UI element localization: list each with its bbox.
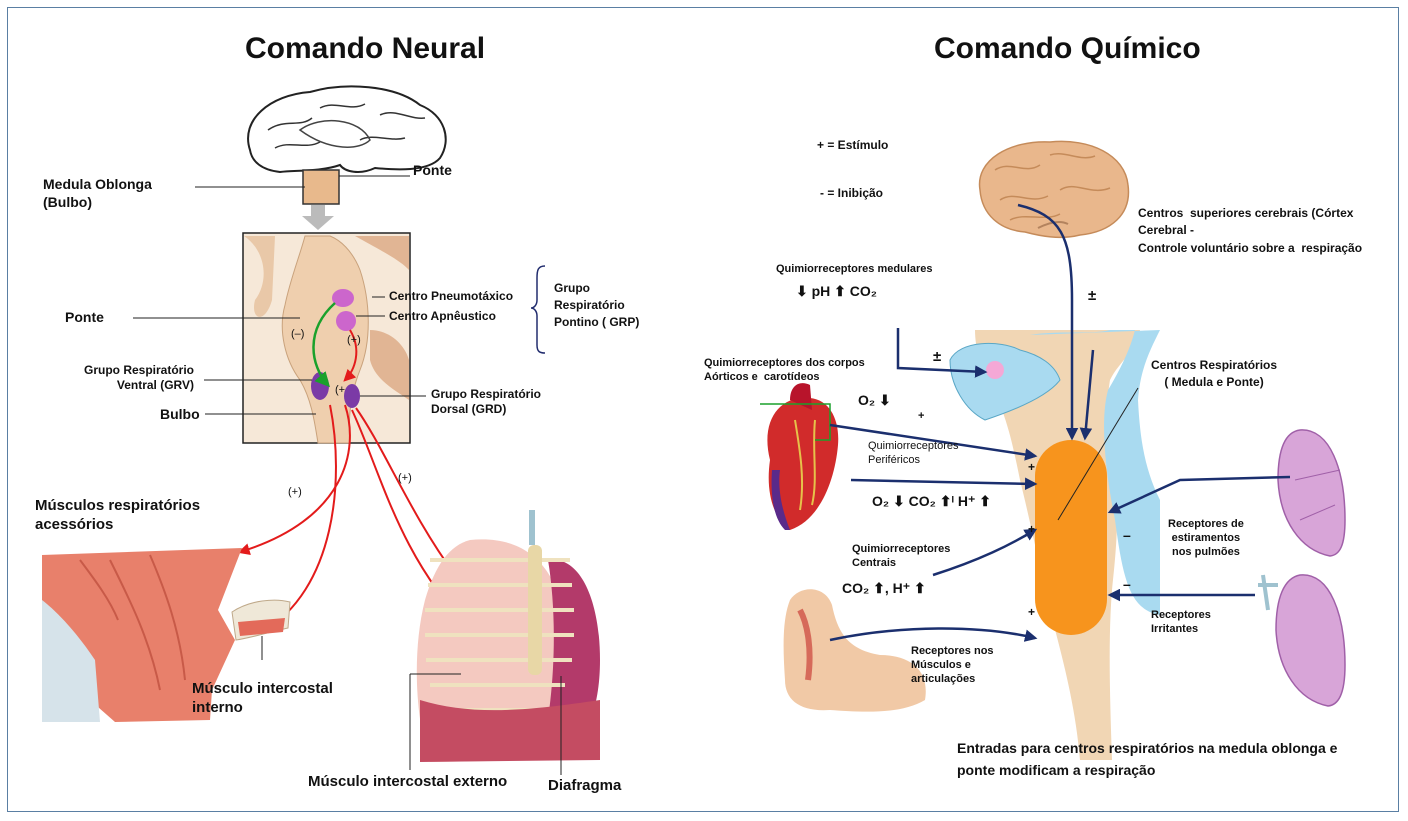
sign-plus-chem-1: + [1028, 460, 1035, 475]
label-centros-superiores: Centros superiores cerebrais (Córtex Cer… [1138, 205, 1362, 257]
brainstem-detail [243, 233, 410, 443]
respiratory-centers-capsule [1035, 440, 1107, 635]
label-grv: Grupo Respiratório Ventral (GRV) [84, 363, 194, 393]
label-intercostal-externo: Músculo intercostal externo [308, 773, 507, 792]
label-ponte-left: Ponte [65, 309, 104, 327]
zoom-arrow-icon [311, 205, 325, 217]
label-centros-respiratorios: Centros Respiratórios ( Medula e Ponte) [1151, 357, 1277, 392]
sign-plus-neural-d: (+) [398, 472, 412, 486]
label-musculos-acessorios: Músculos respiratórios acessórios [35, 497, 200, 535]
brainstem-highlight-box [303, 170, 339, 204]
arm-muscle-illustration [784, 589, 926, 711]
sign-minus-neural: (–) [291, 328, 304, 342]
internal-intercostal-illustration [232, 600, 290, 640]
label-quimio-medulares: Quimiorreceptores medulares [776, 263, 933, 277]
grd-nucleus [344, 384, 360, 408]
neural-title: Comando Neural [245, 30, 485, 68]
label-ponte-top: Ponte [413, 162, 452, 180]
formula-medulares: ⬇ pH ⬆ CO₂ [796, 283, 877, 301]
thorax-illustration [417, 510, 600, 762]
label-quimio-corpos: Quimiorreceptores dos corpos Aórticos e … [704, 357, 865, 385]
label-apneustico: Centro Apnêustico [389, 309, 496, 324]
label-quimio-centrais: Quimiorreceptores Centrais [852, 543, 950, 571]
grp-bracket [531, 266, 545, 353]
lower-lung-illustration [1258, 575, 1345, 706]
legend-inibicao: - = Inibição [820, 186, 883, 201]
pm-top: ± [1088, 287, 1096, 306]
label-intercostal-interno: Músculo intercostal interno [192, 680, 333, 718]
heart-illustration [767, 383, 838, 530]
label-receptores-musculos: Receptores nos Músculos e articulações [911, 645, 994, 686]
sign-plus-neural-c: (+) [288, 486, 302, 500]
brain-outline-icon [248, 86, 446, 172]
formula-periferico: O₂ ⬇ CO₂ ⬆ᴵ H⁺ ⬆ [872, 493, 991, 511]
label-grd: Grupo Respiratório Dorsal (GRD) [431, 387, 541, 417]
label-diafragma: Diafragma [548, 777, 621, 796]
label-irritantes: Receptores Irritantes [1151, 609, 1211, 637]
formula-centrais: CO₂ ⬆, H⁺ ⬆ [842, 580, 926, 598]
sign-plus-neural-b: (+ [335, 384, 345, 398]
label-perifericos: Quimiorreceptores Periféricos [868, 440, 958, 468]
sign-minus-chem-2: – [1123, 576, 1131, 594]
label-bulbo: Bulbo [160, 406, 200, 424]
pm-mid: ± [933, 348, 941, 367]
sign-minus-chem-1: – [1123, 527, 1131, 545]
label-estiramento: Receptores de estiramentos nos pulmões [1168, 518, 1244, 559]
plus-small: + [918, 410, 924, 424]
label-grp: Grupo Respiratório Pontino ( GRP) [554, 280, 639, 330]
apneustic-center [336, 311, 356, 331]
sign-plus-neural-a: (+) [347, 334, 361, 348]
sign-plus-chem-3: + [1028, 605, 1035, 620]
label-medula-oblonga: Medula Oblonga (Bulbo) [43, 176, 152, 211]
legend-estimulo: + = Estímulo [817, 138, 888, 153]
sign-plus-chem-2: + [1028, 522, 1035, 537]
formula-o2-down: O₂ ⬇ [858, 392, 891, 410]
chemical-title: Comando Químico [934, 30, 1201, 68]
label-pneumotaxico: Centro Pneumotáxico [389, 289, 513, 304]
upper-lung-illustration [1278, 430, 1345, 556]
caption: Entradas para centros respiratórios na m… [957, 738, 1337, 781]
